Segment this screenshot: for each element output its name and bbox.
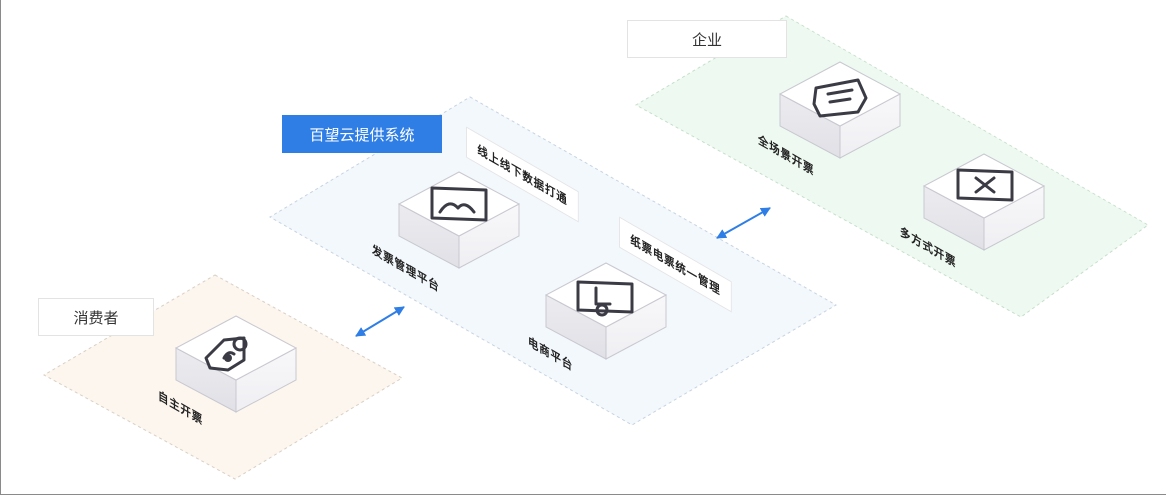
provider-enterprise-arrow bbox=[716, 207, 771, 239]
box-invoice-platform bbox=[397, 171, 521, 269]
enterprise-zone-label: 企业 bbox=[627, 20, 787, 58]
ticket-bag-icon bbox=[576, 280, 634, 317]
box-ecommerce bbox=[544, 262, 668, 360]
provider-zone bbox=[269, 96, 837, 426]
enterprise-zone bbox=[634, 15, 1149, 318]
box-self-invoice bbox=[174, 315, 298, 413]
consumer-zone-label: 消费者 bbox=[38, 298, 154, 336]
ticket-x-icon bbox=[956, 168, 1014, 202]
receipt-scroll-icon bbox=[812, 78, 868, 118]
box-all-scene bbox=[778, 61, 902, 159]
ticket-landscape-icon bbox=[430, 186, 488, 222]
box-multi-mode bbox=[922, 153, 1046, 251]
provider-zone-label: 百望云提供系统 bbox=[282, 115, 442, 153]
user-pin-icon bbox=[204, 336, 248, 372]
consumer-provider-arrow bbox=[355, 306, 405, 337]
